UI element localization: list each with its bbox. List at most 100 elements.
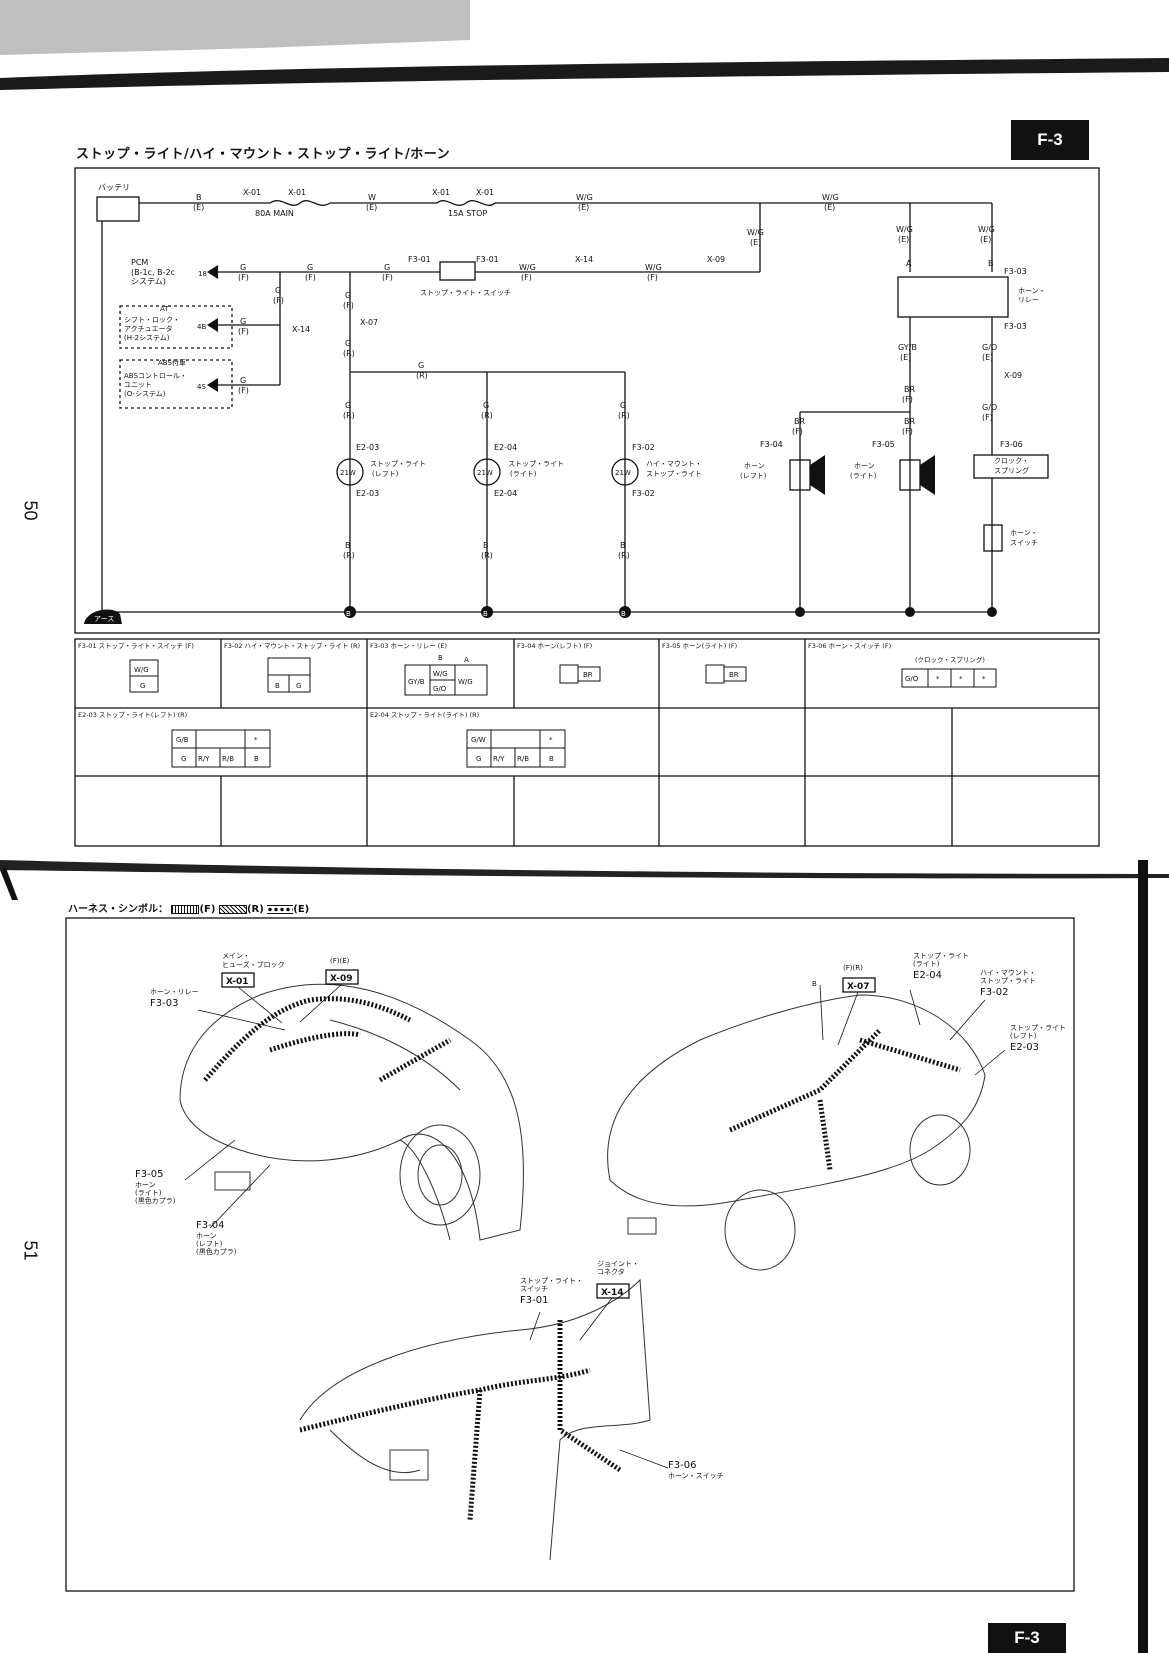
svg-text:F3-03: F3-03 — [1004, 322, 1027, 331]
svg-text:*: * — [936, 675, 940, 683]
svg-text:*: * — [254, 736, 258, 744]
svg-text:G: G — [240, 317, 246, 326]
svg-text:21W: 21W — [477, 469, 493, 477]
svg-text:B: B — [196, 193, 202, 202]
section-tab-top: F-3 — [1011, 120, 1089, 160]
svg-text:F3-01: F3-01 — [476, 255, 499, 264]
svg-text:BR: BR — [583, 671, 593, 679]
svg-text:G: G — [240, 263, 246, 272]
svg-text:G: G — [140, 682, 145, 690]
svg-text:B: B — [254, 755, 259, 763]
svg-text:X-14: X-14 — [575, 255, 593, 264]
svg-text:*: * — [959, 675, 963, 683]
svg-text:B: B — [275, 682, 280, 690]
conn-f306 — [901, 668, 997, 688]
svg-text:W/G: W/G — [822, 193, 839, 202]
svg-text:リレー: リレー — [1018, 296, 1039, 304]
svg-text:(ライト): (ライト) — [913, 960, 940, 968]
svg-text:B: B — [483, 610, 488, 618]
svg-text:(F): (F) — [382, 273, 393, 282]
bulb-stop-left — [336, 458, 364, 486]
svg-text:B: B — [346, 610, 351, 618]
svg-text:18: 18 — [198, 270, 207, 278]
svg-text:ホーン・リレー: ホーン・リレー — [150, 988, 199, 996]
svg-text:F3-03 ホーン・リレー (E): F3-03 ホーン・リレー (E) — [370, 642, 447, 650]
svg-text:B: B — [438, 654, 443, 662]
svg-text:W/G: W/G — [747, 228, 764, 237]
svg-text:ホーン・: ホーン・ — [1018, 287, 1046, 295]
svg-text:(F)(E): (F)(E) — [330, 957, 350, 965]
harness-symbol-r — [218, 904, 247, 914]
fuse-main-label: 80A MAIN — [255, 209, 294, 218]
svg-text:X-09: X-09 — [707, 255, 725, 264]
svg-text:G: G — [345, 339, 351, 348]
svg-text:ホーン・スイッチ: ホーン・スイッチ — [668, 1472, 724, 1480]
page-title: ストップ・ライト/ハイ・マウント・ストップ・ライト/ホーン — [76, 147, 451, 162]
ground-label: アース — [94, 615, 114, 623]
svg-text:スプリング: スプリング — [994, 466, 1029, 475]
svg-text:(F): (F) — [238, 273, 249, 282]
svg-text:X-14: X-14 — [601, 1288, 623, 1298]
scan-edge-middle — [0, 860, 1169, 900]
car-rear-view — [607, 994, 986, 1271]
svg-text:(黒色カプラ): (黒色カプラ) — [135, 1196, 176, 1205]
svg-text:(B-1c, B-2c: (B-1c, B-2c — [131, 268, 175, 277]
svg-text:G: G — [181, 755, 186, 763]
svg-text:(黒色カプラ): (黒色カプラ) — [196, 1247, 237, 1256]
svg-text:BR: BR — [794, 417, 805, 426]
svg-text:*: * — [549, 736, 553, 744]
svg-text:X-01: X-01 — [476, 188, 494, 197]
svg-text:G: G — [345, 291, 351, 300]
svg-text:(F): (F) — [792, 427, 803, 436]
svg-text:(E): (E) — [193, 203, 204, 212]
svg-text:R/Y: R/Y — [198, 755, 210, 763]
svg-text:(E): (E) — [578, 203, 589, 212]
svg-text:W/G: W/G — [576, 193, 593, 202]
svg-text:(R): (R) — [481, 411, 493, 420]
svg-text:(F): (F) — [343, 301, 354, 310]
svg-text:B: B — [988, 259, 994, 268]
svg-text:G: G — [345, 401, 351, 410]
bulb-high-mount — [611, 458, 639, 486]
harness-symbol-legend: ハーネス・シンボル： (F) (R) (E) — [68, 904, 310, 915]
pcm-label: PCM — [131, 258, 148, 267]
svg-text:G: G — [384, 263, 390, 272]
svg-text:G: G — [483, 401, 489, 410]
svg-text:G: G — [418, 361, 424, 370]
svg-text:21W: 21W — [615, 469, 631, 477]
svg-text:R/Y: R/Y — [493, 755, 505, 763]
schematic-frame — [74, 167, 1100, 634]
harness-dash — [299, 1320, 622, 1521]
svg-text:W/G: W/G — [519, 263, 536, 272]
svg-text:F3-03: F3-03 — [150, 998, 178, 1009]
svg-text:ジョイント・: ジョイント・ — [597, 1260, 639, 1268]
svg-text:B: B — [620, 541, 626, 550]
svg-text:(E): (E) — [750, 238, 761, 247]
svg-text:(R): (R) — [343, 551, 355, 560]
svg-text:4S: 4S — [197, 383, 206, 391]
svg-text:X-07: X-07 — [847, 982, 869, 992]
svg-text:F3-05: F3-05 — [872, 440, 895, 449]
svg-text:F3-01: F3-01 — [408, 255, 431, 264]
svg-text:(E): (E) — [898, 235, 909, 244]
svg-text:ストップ・ライト: ストップ・ライト — [646, 470, 702, 478]
battery-symbol — [96, 196, 140, 222]
svg-text:(レフト): (レフト) — [740, 472, 767, 480]
svg-text:W/G: W/G — [896, 225, 913, 234]
svg-text:F3-04 ホーン(レフト) (F): F3-04 ホーン(レフト) (F) — [517, 642, 592, 650]
clock-spring-symbol — [973, 454, 1049, 479]
svg-text:E2-03: E2-03 — [356, 489, 379, 498]
svg-text:G: G — [240, 376, 246, 385]
svg-text:B: B — [812, 980, 817, 988]
svg-text:F3-02: F3-02 — [980, 987, 1008, 998]
svg-text:F3-06: F3-06 — [668, 1460, 696, 1471]
svg-text:W/G: W/G — [134, 666, 149, 674]
svg-text:スイッチ: スイッチ — [520, 1285, 548, 1293]
conn-f303 — [404, 664, 488, 696]
svg-text:F3-06: F3-06 — [1000, 440, 1023, 449]
svg-text:(F): (F) — [238, 327, 249, 336]
svg-text:E2-04: E2-04 — [913, 970, 942, 981]
svg-text:B: B — [345, 541, 351, 550]
stop-switch-symbol — [439, 261, 476, 281]
svg-text:F3-05: F3-05 — [135, 1169, 163, 1180]
